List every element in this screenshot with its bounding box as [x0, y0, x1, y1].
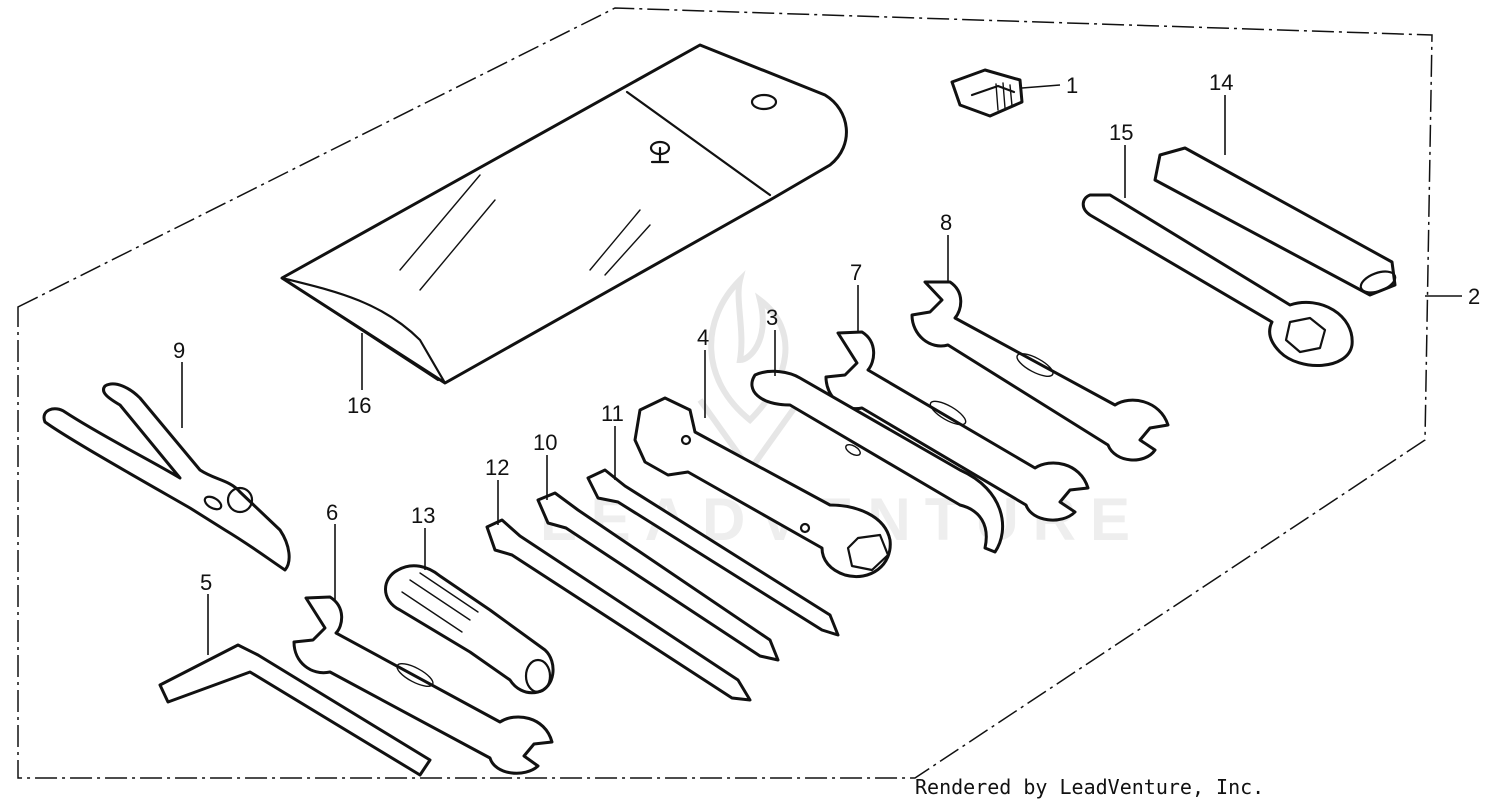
screwdriver-bit-10	[536, 491, 780, 662]
callout-16: 16	[347, 393, 371, 418]
wrench-8	[910, 280, 1170, 462]
callout-2: 2	[1468, 284, 1480, 309]
callout-6: 6	[326, 500, 338, 525]
callout-9: 9	[173, 338, 185, 363]
callout-11: 11	[601, 401, 624, 426]
callout-14: 14	[1209, 70, 1233, 95]
ring-spanner	[1081, 193, 1354, 368]
callout-8: 8	[940, 210, 952, 235]
callout-15: 15	[1109, 120, 1133, 145]
pliers	[42, 382, 291, 572]
tool-bag	[280, 43, 848, 385]
kit-boundary	[17, 7, 1433, 779]
hook-spanner	[750, 369, 1004, 554]
callout-10: 10	[533, 430, 557, 455]
callout-12: 12	[485, 455, 509, 480]
plug-wrench	[633, 396, 892, 578]
callout-labels: 1 2 3 4 5 6 7 8 9 10 11 12 13 14 15 16	[173, 70, 1480, 595]
clip	[950, 68, 1024, 118]
screwdriver-bit-12	[485, 518, 752, 702]
callout-4: 4	[697, 325, 709, 350]
callout-3: 3	[766, 305, 778, 330]
callout-7: 7	[850, 260, 862, 285]
leader-lines	[181, 84, 1462, 655]
screwdriver-handle	[384, 564, 555, 695]
callout-5: 5	[200, 570, 212, 595]
screwdriver-bit-11	[586, 468, 840, 637]
wrench-6	[292, 595, 554, 775]
credit-text: Rendered by LeadVenture, Inc.	[915, 775, 1264, 799]
callout-13: 13	[411, 503, 435, 528]
hex-key	[158, 643, 432, 777]
handle-sleeve	[1153, 146, 1397, 297]
callout-1: 1	[1066, 73, 1078, 98]
